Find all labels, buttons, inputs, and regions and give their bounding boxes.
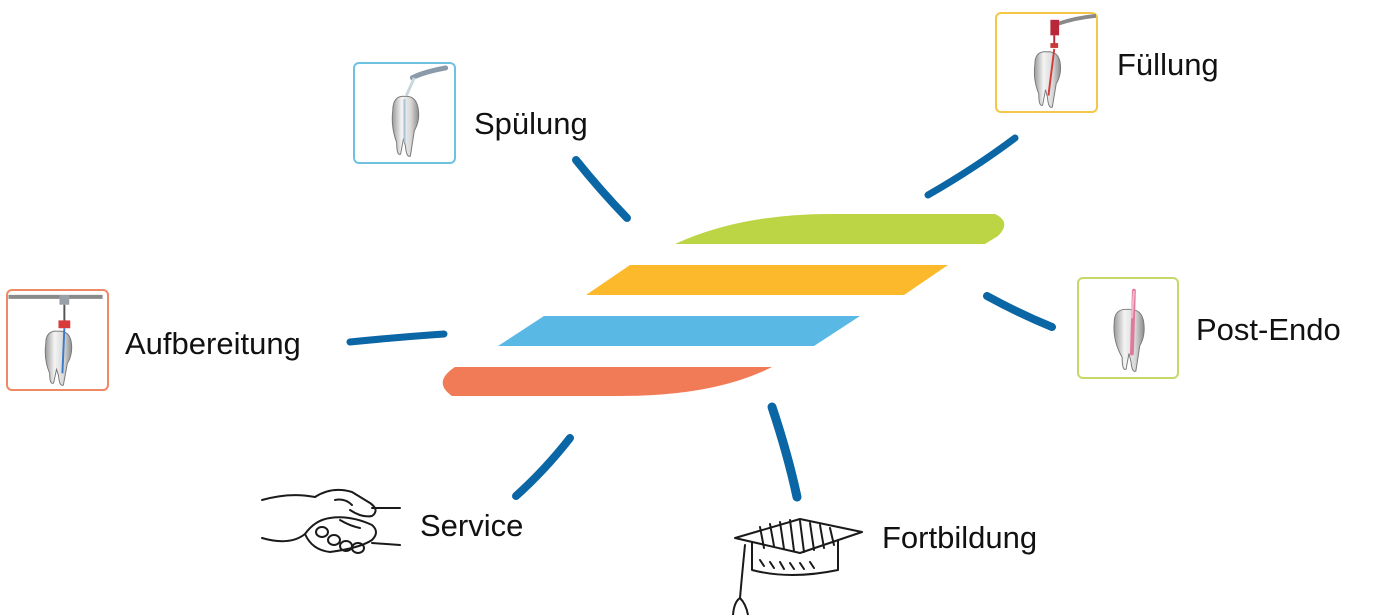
connector-fuellung	[924, 134, 1019, 199]
aufbereitung-node-box[interactable]	[6, 289, 109, 391]
connector-aufbereitung	[346, 330, 448, 346]
connector-service	[512, 434, 574, 500]
stripe-blue	[498, 316, 860, 346]
fortbildung-label[interactable]: Fortbildung	[882, 520, 1038, 555]
postendo-node-box[interactable]	[1077, 277, 1179, 379]
handshake-icon	[261, 488, 401, 554]
stripe-yellow	[586, 265, 948, 295]
connector-spuelung	[572, 156, 631, 222]
spuelung-label[interactable]: Spülung	[474, 106, 588, 141]
postendo-label[interactable]: Post-Endo	[1196, 312, 1341, 347]
service-label[interactable]: Service	[420, 508, 524, 543]
tooth-file-preparation-icon	[8, 294, 103, 386]
endo-logo-stripes-icon	[442, 214, 1005, 396]
connector-postendo	[983, 292, 1056, 331]
tooth-irrigation-icon	[391, 65, 449, 157]
tooth-post-icon	[1113, 288, 1145, 372]
aufbereitung-label[interactable]: Aufbereitung	[125, 326, 301, 361]
connectors	[346, 134, 1056, 502]
graduation-cap-icon	[732, 518, 863, 615]
spuelung-node-box[interactable]	[353, 62, 456, 164]
fuellung-label[interactable]: Füllung	[1117, 47, 1219, 82]
stripe-orange	[442, 367, 772, 396]
connector-fortbildung	[767, 402, 802, 502]
tooth-filling-icon	[1033, 14, 1096, 108]
stripe-green	[675, 214, 1005, 244]
fuellung-node-box[interactable]	[995, 12, 1098, 113]
